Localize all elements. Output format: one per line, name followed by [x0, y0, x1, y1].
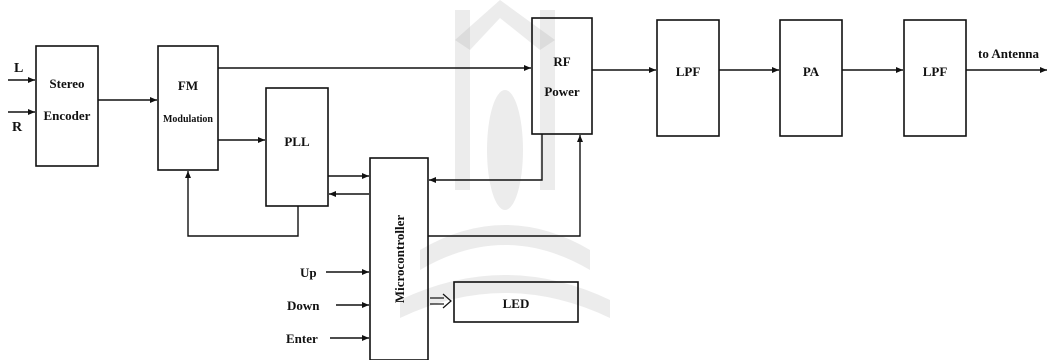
pll-feedback-arrow: [188, 171, 298, 236]
microcontroller-label: Microcontroller: [392, 215, 407, 304]
stereo-encoder-block: [36, 46, 98, 166]
rf-to-mcu-arrow: [429, 134, 542, 180]
r-input-label: R: [12, 120, 23, 135]
fm-modulation-block: [158, 46, 218, 170]
pa-label: PA: [803, 64, 820, 79]
lpf2-label: LPF: [923, 64, 948, 79]
fm-modulation-label-line2: Modulation: [163, 114, 213, 125]
rf-power-label-line2: Power: [544, 84, 580, 99]
fm-modulation-label-line1: FM: [178, 78, 198, 93]
down-input-label: Down: [287, 298, 320, 313]
lpf1-label: LPF: [676, 64, 701, 79]
watermark-emblem: [400, 0, 610, 318]
enter-input-label: Enter: [286, 331, 318, 346]
rf-power-label-line1: RF: [553, 54, 570, 69]
up-input-label: Up: [300, 265, 317, 280]
pll-label: PLL: [284, 134, 310, 149]
led-label: LED: [503, 296, 530, 311]
antenna-output-label: to Antenna: [978, 46, 1040, 61]
l-input-label: L: [14, 61, 23, 76]
stereo-encoder-label-line1: Stereo: [49, 76, 84, 91]
stereo-encoder-label-line2: Encoder: [44, 108, 91, 123]
